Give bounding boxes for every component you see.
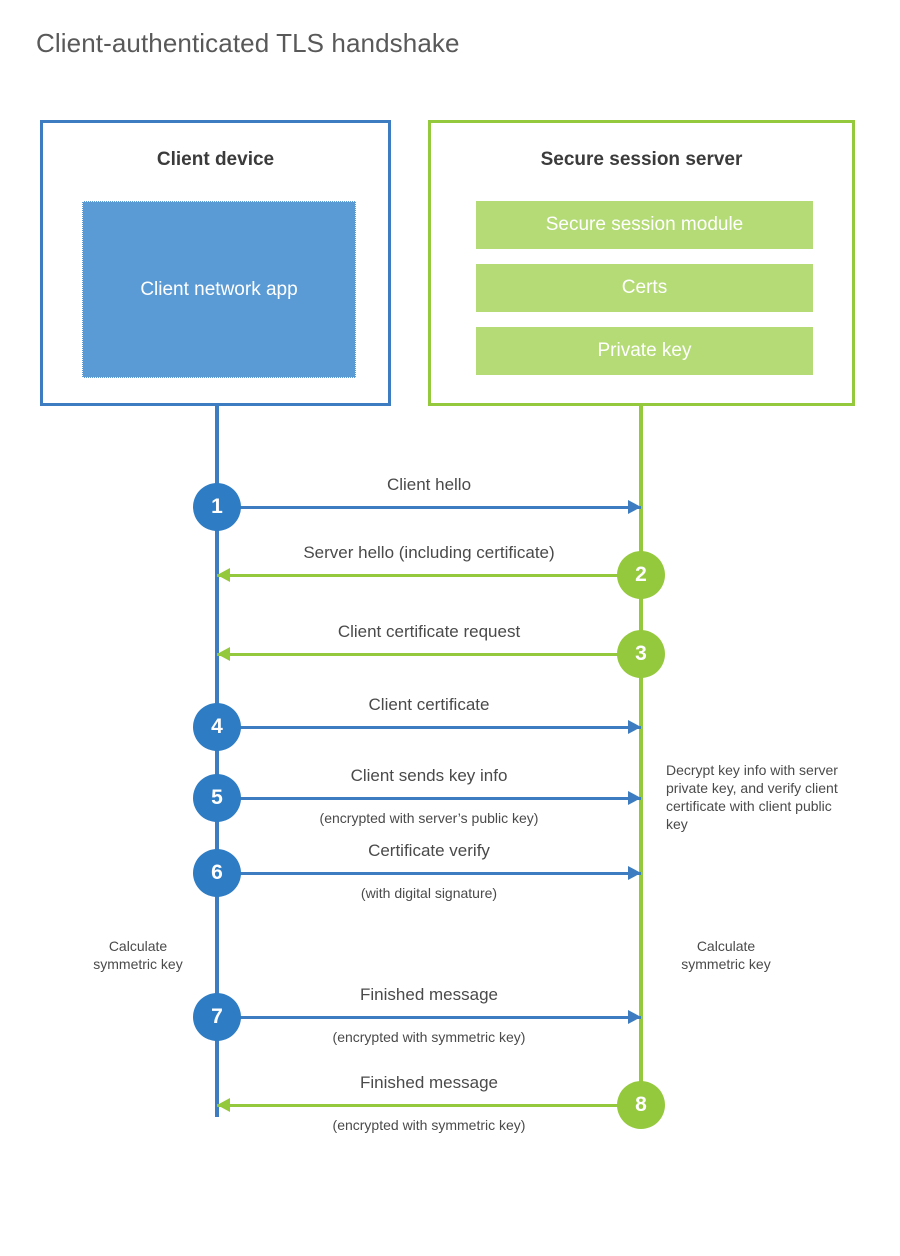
message-label: Client hello — [386, 475, 472, 494]
message-sublabel: (with digital signature) — [360, 885, 498, 901]
step-circle-3[interactable]: 3 — [617, 630, 665, 678]
page-title: Client-authenticated TLS handshake — [36, 28, 460, 58]
step-circle-4[interactable]: 4 — [193, 703, 241, 751]
arrowhead-right-icon — [628, 791, 641, 805]
message-sublabel: (encrypted with server’s public key) — [319, 810, 539, 826]
client-device-title: Client device — [156, 149, 275, 170]
message-label: Client certificate — [368, 695, 490, 714]
arrowhead-left-icon — [217, 647, 230, 661]
message-arrow-line — [217, 653, 641, 656]
message-sublabel: (encrypted with symmetric key) — [332, 1117, 526, 1133]
client-lifeline — [215, 405, 219, 1117]
step-circle-6[interactable]: 6 — [193, 849, 241, 897]
message-arrow-line — [217, 506, 641, 509]
step-circle-2[interactable]: 2 — [617, 551, 665, 599]
message-sublabel: (encrypted with symmetric key) — [332, 1029, 526, 1045]
arrowhead-left-icon — [217, 1098, 230, 1112]
arrowhead-right-icon — [628, 866, 641, 880]
note-calculate-symmetric-key-server: Calculate symmetric key — [681, 938, 771, 972]
message-label: Client sends key info — [350, 766, 508, 785]
server-component-certs: Certs — [476, 264, 813, 312]
secure-session-server-title: Secure session server — [540, 149, 743, 170]
message-label: Client certificate request — [337, 622, 521, 641]
message-label: Server hello (including certificate) — [303, 543, 555, 562]
step-circle-1[interactable]: 1 — [193, 483, 241, 531]
message-arrow-line — [217, 797, 641, 800]
message-label: Finished message — [360, 985, 498, 1004]
note-decrypt-key-info: Decrypt key info with server private key… — [666, 762, 838, 832]
server-component-secure-session-module: Secure session module — [476, 201, 813, 249]
secure-session-server-box: Secure session server Secure session mod… — [428, 120, 855, 406]
server-component-private-key: Private key — [476, 327, 813, 375]
message-label: Finished message — [360, 1073, 498, 1092]
message-label: Certificate verify — [368, 841, 490, 860]
client-device-box: Client device Client network app — [40, 120, 391, 406]
message-arrow-line — [217, 574, 641, 577]
server-lifeline — [639, 405, 643, 1105]
message-arrow-line — [217, 1016, 641, 1019]
step-circle-5[interactable]: 5 — [193, 774, 241, 822]
arrowhead-left-icon — [217, 568, 230, 582]
arrowhead-right-icon — [628, 500, 641, 514]
message-arrow-line — [217, 1104, 641, 1107]
message-arrow-line — [217, 726, 641, 729]
arrowhead-right-icon — [628, 1010, 641, 1024]
step-circle-8[interactable]: 8 — [617, 1081, 665, 1129]
step-circle-7[interactable]: 7 — [193, 993, 241, 1041]
message-arrow-line — [217, 872, 641, 875]
arrowhead-right-icon — [628, 720, 641, 734]
note-calculate-symmetric-key-client: Calculate symmetric key — [93, 938, 183, 972]
client-network-app-block: Client network app — [82, 201, 356, 378]
